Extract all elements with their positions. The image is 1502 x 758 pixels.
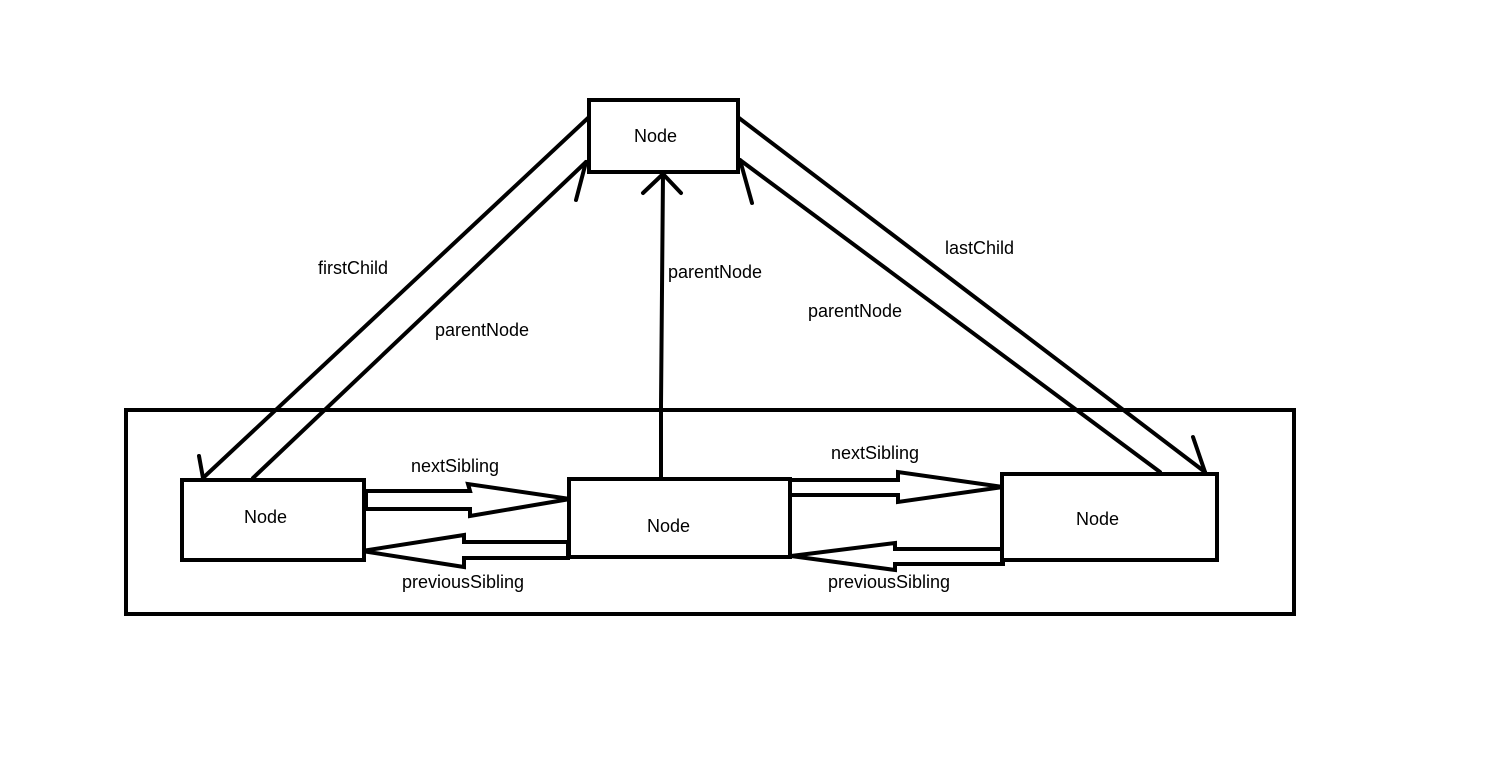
parent-node-box <box>587 98 740 174</box>
previous-sibling-label-1: previousSibling <box>402 572 524 592</box>
last-child-node-label: Node <box>1076 509 1119 529</box>
previous-sibling-arrow-2 <box>790 540 1005 573</box>
next-sibling-arrow-2 <box>788 469 1004 505</box>
previous-sibling-arrow-1 <box>361 532 570 570</box>
middle-parent-label: parentNode <box>668 262 762 282</box>
last-parent-arrowhead <box>738 158 754 205</box>
previous-sibling-label-2: previousSibling <box>828 572 950 592</box>
first-parent-arrowhead <box>574 160 588 202</box>
last-child-node-box <box>1000 472 1219 562</box>
last-parent-label: parentNode <box>808 301 902 321</box>
last-child-arrowhead <box>1191 435 1207 474</box>
first-child-label: firstChild <box>318 258 388 278</box>
last-child-label: lastChild <box>945 238 1014 258</box>
first-child-node-label: Node <box>244 507 287 527</box>
children-container <box>124 408 1296 616</box>
next-sibling-label-2: nextSibling <box>831 443 919 463</box>
middle-child-node-label: Node <box>647 516 690 536</box>
last-parent-edge <box>738 158 1162 474</box>
first-parent-label: parentNode <box>435 320 529 340</box>
first-child-edge <box>197 116 590 480</box>
middle-child-node-box <box>567 477 792 559</box>
middle-parent-edge <box>641 172 683 480</box>
last-child-edge <box>737 116 1207 474</box>
first-parent-edge <box>251 160 588 480</box>
parent-node-label: Node <box>634 126 677 146</box>
first-child-node-box <box>180 478 366 562</box>
next-sibling-label-1: nextSibling <box>411 456 499 476</box>
first-child-arrowhead <box>197 454 205 480</box>
next-sibling-arrow-1 <box>364 481 571 519</box>
